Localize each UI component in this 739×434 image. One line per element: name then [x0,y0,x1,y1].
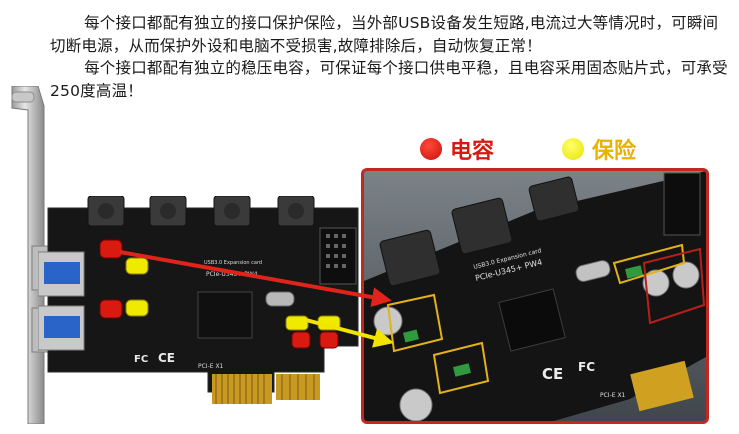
red-dot-icon [420,138,442,160]
zoom-detail-frame: USB3.0 Expansion card PCIe-U345+ PW4 CE … [361,168,709,424]
yellow-dot-icon [562,138,584,160]
board-model-label: PCIe-U345+ PW4 [206,271,258,278]
fuse-description: 每个接口都配有独立的接口保护保险，当外部USB设备发生短路,电流过大等情况时，可… [50,14,719,55]
pcie-gold-fingers [212,374,320,404]
capacitor-description: 每个接口都配有独立的稳压电容，可保证每个接口供电平稳，且电容采用固态贴片式，可承… [50,59,728,100]
ce-mark-icon: CE [158,351,175,365]
board-slot-label: PCI-E X1 [198,363,224,370]
legend-fuse-label: 保险 [592,139,637,164]
capacitor-highlight-box [642,247,706,325]
fuse-highlight-box [612,243,686,285]
board-chip-label: USB3.0 Expansion card [204,260,262,266]
usb-ports [38,251,85,351]
usb-card-board: USB3.0 Expansion card PCIe-U345+ PW4 PCI… [38,196,359,404]
fc-mark-icon: FC [134,354,148,365]
zoom-ce-mark-icon: CE [542,365,563,383]
legend-capacitor-label: 电容 [450,139,495,164]
legend-fuse: 保险 [562,136,637,164]
zoom-fc-mark-icon: FC [578,360,595,374]
description-text: 每个接口都配有独立的接口保护保险，当外部USB设备发生短路,电流过大等情况时，可… [50,12,730,102]
inductor-row [87,196,315,227]
zoom-slot-label: PCI-E X1 [600,392,626,399]
legend-capacitor: 电容 [420,136,495,164]
zoom-detail-image: USB3.0 Expansion card PCIe-U345+ PW4 CE … [364,171,706,421]
